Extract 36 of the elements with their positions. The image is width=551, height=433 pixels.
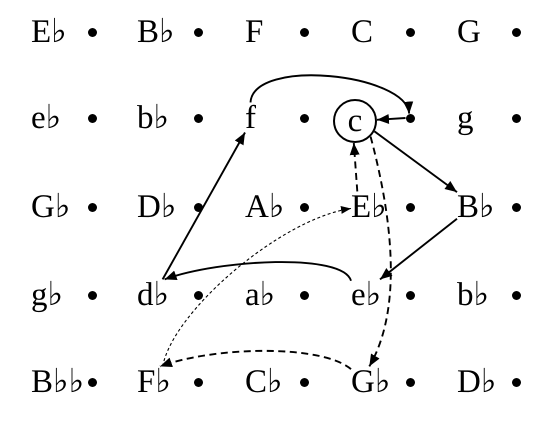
- dashed-arrow: [162, 206, 352, 367]
- note-label: G♭: [351, 366, 390, 400]
- note-label: e♭: [31, 102, 62, 136]
- dashed-arrow: [160, 350, 352, 370]
- arrow: [164, 261, 352, 282]
- arrow: [376, 114, 406, 124]
- note-label: B♭♭: [31, 366, 84, 400]
- note-label: D♭: [137, 191, 176, 224]
- note-label: E♭: [31, 16, 67, 50]
- note-label: D♭: [457, 366, 496, 400]
- arrow: [374, 130, 458, 193]
- note-label: E♭: [351, 191, 387, 224]
- note-label: F: [245, 16, 264, 50]
- note-label: G: [457, 16, 481, 50]
- arrow: [250, 74, 410, 114]
- dot-icon: [406, 114, 414, 122]
- note-label: g♭: [31, 279, 64, 312]
- note-label: C: [351, 16, 374, 50]
- note-label: f: [245, 102, 256, 136]
- dashed-arrow: [368, 136, 392, 367]
- circled-note: c: [333, 99, 377, 143]
- note-label: b♭: [137, 102, 170, 136]
- note-label: d♭: [137, 279, 170, 312]
- note-label: A♭: [245, 191, 284, 224]
- arrow: [379, 218, 458, 280]
- note-label: G♭: [31, 191, 70, 224]
- note-label: a♭: [245, 279, 276, 312]
- note-label: C♭: [245, 366, 283, 400]
- note-label: F♭: [137, 366, 171, 400]
- note-label: b♭: [457, 279, 490, 312]
- note-label: B♭: [457, 191, 495, 224]
- note-label: g: [457, 102, 474, 136]
- arrow: [162, 132, 246, 280]
- note-label: B♭: [137, 16, 175, 50]
- note-label: e♭: [351, 279, 382, 312]
- dashed-arrow: [350, 142, 360, 192]
